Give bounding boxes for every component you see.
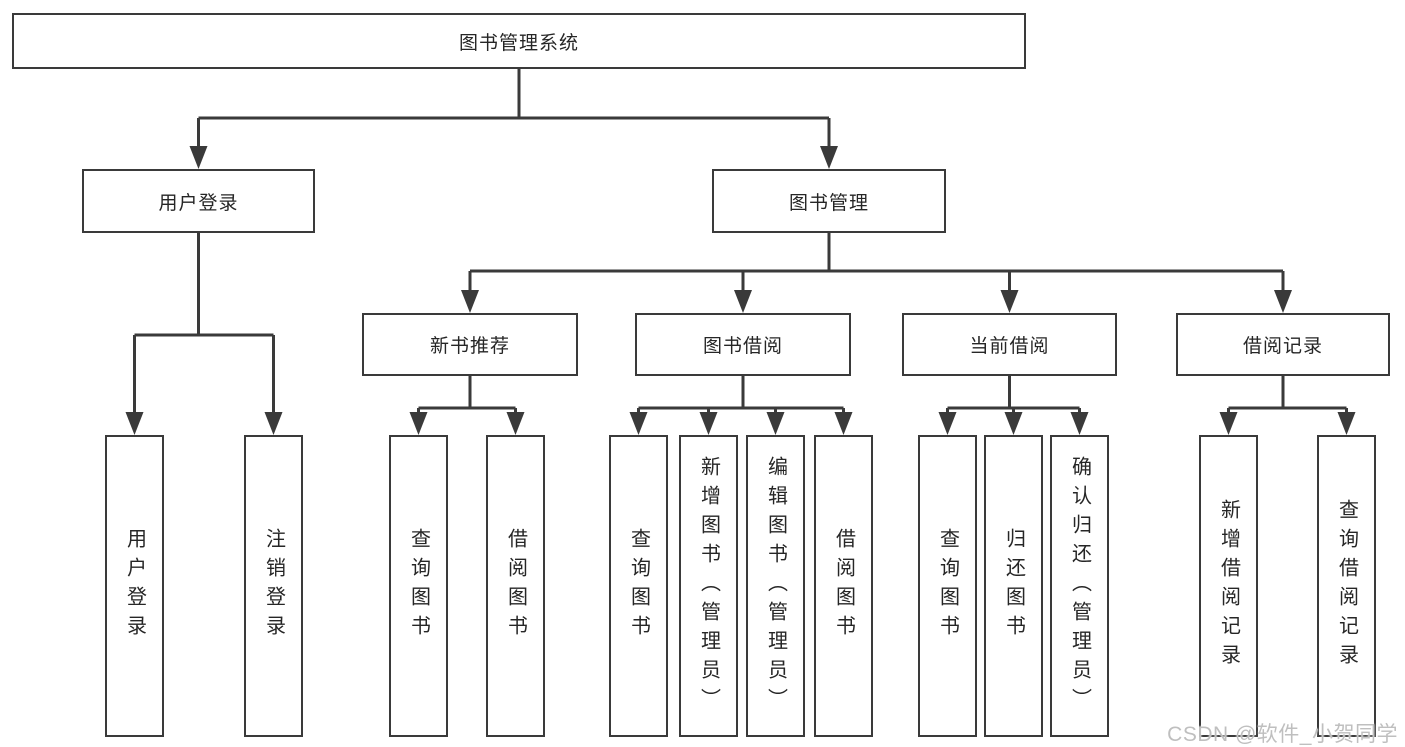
node-new-book-recommendation: 新书推荐 — [362, 313, 578, 376]
leaf-label: 查询图书 — [936, 528, 959, 644]
node-user-login: 用户登录 — [82, 169, 315, 233]
leaf-label: 确认归还（管理员） — [1068, 455, 1091, 717]
node-library-management-system: 图书管理系统 — [12, 13, 1026, 69]
node-leaf-query-borrow-record: 查询借阅记录 — [1317, 435, 1376, 737]
leaf-label: 查询图书 — [407, 528, 430, 644]
node-leaf-user-login: 用户登录 — [105, 435, 164, 737]
node-leaf-query-books-recommend: 查询图书 — [389, 435, 448, 737]
leaf-label: 查询借阅记录 — [1335, 499, 1358, 673]
leaf-label: 编辑图书（管理员） — [764, 455, 787, 717]
node-book-borrowing: 图书借阅 — [635, 313, 851, 376]
csdn-watermark: CSDN @软件_小贺同学 — [1167, 723, 1398, 746]
leaf-label: 归还图书 — [1002, 528, 1025, 644]
node-leaf-query-books-current: 查询图书 — [918, 435, 977, 737]
leaf-label: 借阅图书 — [504, 528, 527, 644]
leaf-label: 新增借阅记录 — [1217, 499, 1240, 673]
node-leaf-add-book-admin: 新增图书（管理员） — [679, 435, 738, 737]
node-leaf-borrow-books-recommend: 借阅图书 — [486, 435, 545, 737]
node-current-borrowing: 当前借阅 — [902, 313, 1117, 376]
leaf-label: 注销登录 — [262, 528, 285, 644]
leaf-label: 新增图书（管理员） — [697, 455, 720, 717]
leaf-label: 用户登录 — [123, 528, 146, 644]
node-leaf-edit-book-admin: 编辑图书（管理员） — [746, 435, 805, 737]
node-leaf-confirm-return-admin: 确认归还（管理员） — [1050, 435, 1109, 737]
node-leaf-add-borrow-record: 新增借阅记录 — [1199, 435, 1258, 737]
node-leaf-borrow-books: 借阅图书 — [814, 435, 873, 737]
node-leaf-logout: 注销登录 — [244, 435, 303, 737]
node-book-management: 图书管理 — [712, 169, 946, 233]
node-leaf-query-books-borrow: 查询图书 — [609, 435, 668, 737]
leaf-label: 借阅图书 — [832, 528, 855, 644]
node-borrowing-records: 借阅记录 — [1176, 313, 1390, 376]
leaf-label: 查询图书 — [627, 528, 650, 644]
node-leaf-return-book: 归还图书 — [984, 435, 1043, 737]
